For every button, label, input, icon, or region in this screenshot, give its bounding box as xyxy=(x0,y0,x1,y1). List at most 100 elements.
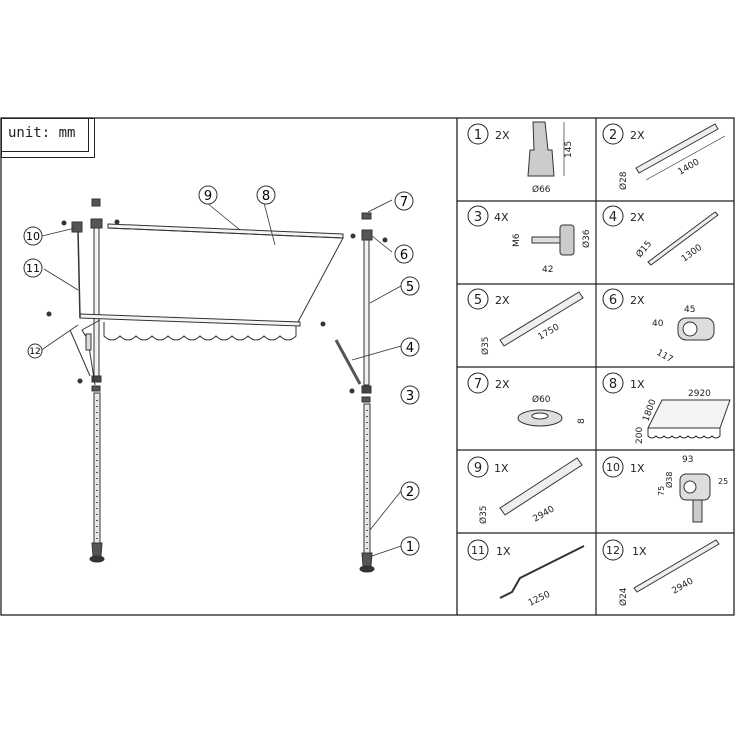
part-12-qty: 1X xyxy=(632,545,647,558)
part-9-dim-1: Ø35 xyxy=(478,505,489,524)
callout-7-label: 7 xyxy=(400,195,408,210)
callout-5-label: 5 xyxy=(406,280,414,295)
part-cell-11: 11 1X 1250 xyxy=(467,539,585,609)
part-2-dim-0: 1400 xyxy=(677,157,702,177)
part-cell-9: 9 1X 2940 Ø35 xyxy=(467,456,583,525)
part-11-dim-0: 1250 xyxy=(527,590,552,609)
callout-3: 3 xyxy=(400,385,420,405)
part-4-dim-1: Ø15 xyxy=(634,239,654,260)
callout-11: 11 xyxy=(23,258,43,278)
callout-12: 12 xyxy=(27,343,43,359)
part-2-dim-1: Ø28 xyxy=(618,171,629,190)
callout-9-label: 9 xyxy=(204,189,212,204)
valance xyxy=(103,322,297,341)
part-2-number: 2 xyxy=(609,128,617,143)
part-2-qty: 2X xyxy=(630,129,645,142)
callout-12-label: 12 xyxy=(29,347,40,357)
arm-shape xyxy=(647,211,719,266)
callout-6-label: 6 xyxy=(400,248,408,263)
part-11-number: 11 xyxy=(471,544,485,557)
part-12-dim-0: 2940 xyxy=(671,576,696,596)
part-8-qty: 1X xyxy=(630,378,645,391)
left-foot xyxy=(91,542,103,557)
parts-grid xyxy=(457,118,734,615)
right-pole-lower xyxy=(363,403,371,555)
part-9-dim-0: 2940 xyxy=(532,504,557,524)
callout-10: 10 xyxy=(23,226,43,246)
part-cell-8: 8 1X 2920 1800 200 xyxy=(602,372,731,444)
part-10-qty: 1X xyxy=(630,462,645,475)
callout-4-label: 4 xyxy=(406,341,414,356)
callout-circles: 9 8 7 6 5 4 3 2 1 10 11 12 xyxy=(23,185,420,556)
awning-fabric xyxy=(99,227,344,323)
part-5-number: 5 xyxy=(474,293,482,308)
part-4-number: 4 xyxy=(609,210,617,225)
knob-head xyxy=(559,224,575,256)
callout-3-label: 3 xyxy=(406,389,414,404)
part-6-number: 6 xyxy=(609,293,617,308)
part-12-number: 12 xyxy=(606,544,620,557)
part-3-qty: 4X xyxy=(494,211,509,224)
part-9-number: 9 xyxy=(474,461,482,476)
part-7-qty: 2X xyxy=(495,378,510,391)
bolt-shank xyxy=(531,236,561,244)
rod-shape xyxy=(499,545,585,599)
part-7-dim-0: Ø60 xyxy=(532,394,551,405)
right-foot xyxy=(361,552,373,567)
part-1-number: 1 xyxy=(474,128,482,143)
part-3-dim-0: M6 xyxy=(512,233,522,247)
part-7-dim-1: 8 xyxy=(577,418,587,424)
part-3-number: 3 xyxy=(474,210,482,225)
callout-5: 5 xyxy=(400,276,420,296)
part-10-dim-1: Ø38 xyxy=(664,472,674,488)
part-cell-1: 1 2X 145 Ø66 xyxy=(467,121,574,195)
lower-roller xyxy=(79,313,301,327)
part-cell-2: 2 2X 1400 Ø28 xyxy=(602,123,726,190)
part-6-qty: 2X xyxy=(630,294,645,307)
callout-8: 8 xyxy=(256,185,276,205)
part-11-qty: 1X xyxy=(496,545,511,558)
part-10-dim-3: 25 xyxy=(718,477,728,486)
part-cell-6: 6 2X 45 40 117 xyxy=(602,288,715,365)
part-3-dim-2: 42 xyxy=(542,265,553,275)
assembly-drawing xyxy=(46,198,388,573)
part-4-qty: 2X xyxy=(630,211,645,224)
part-1-dim-0: 145 xyxy=(564,141,574,158)
part-7-number: 7 xyxy=(474,377,482,392)
part-10-dim-2: 75 xyxy=(657,486,666,496)
callout-11-label: 11 xyxy=(26,262,40,275)
bar-shape xyxy=(499,457,583,516)
callout-1-label: 1 xyxy=(406,540,414,555)
part-5-dim-0: 1750 xyxy=(537,322,562,342)
unit-label: unit: mm xyxy=(1,118,89,152)
part-cell-7: 7 2X Ø60 8 xyxy=(467,372,587,427)
part-10-dim-0: 93 xyxy=(682,455,693,465)
upright-shape xyxy=(499,291,584,347)
pole-shape xyxy=(635,123,719,174)
part-6-dim-1: 40 xyxy=(652,319,664,329)
part-3-dim-1: Ø36 xyxy=(581,229,592,248)
left-pole-upper xyxy=(93,225,100,382)
callout-8-label: 8 xyxy=(262,189,270,204)
front-bar xyxy=(107,223,344,239)
part-6-dim-2: 117 xyxy=(655,348,675,365)
callout-7: 7 xyxy=(394,191,414,211)
callout-1: 1 xyxy=(400,536,420,556)
part-1-dim-1: Ø66 xyxy=(532,184,551,195)
part-8-dim-0: 2920 xyxy=(688,389,711,399)
part-cell-5: 5 2X 1750 Ø35 xyxy=(467,288,584,355)
part-1-qty: 2X xyxy=(495,129,510,142)
part-cell-4: 4 2X 1300 Ø15 xyxy=(602,205,719,266)
part-9-qty: 1X xyxy=(494,462,509,475)
part-10-number: 10 xyxy=(606,461,620,474)
callout-2-label: 2 xyxy=(406,485,414,500)
fabric-shape xyxy=(647,399,731,429)
callout-6: 6 xyxy=(394,244,414,264)
callout-10-label: 10 xyxy=(26,230,40,243)
part-8-number: 8 xyxy=(609,377,617,392)
callout-9: 9 xyxy=(198,185,218,205)
part-6-dim-0: 45 xyxy=(684,305,695,315)
foot-shape xyxy=(527,121,555,177)
callout-2: 2 xyxy=(400,481,420,501)
